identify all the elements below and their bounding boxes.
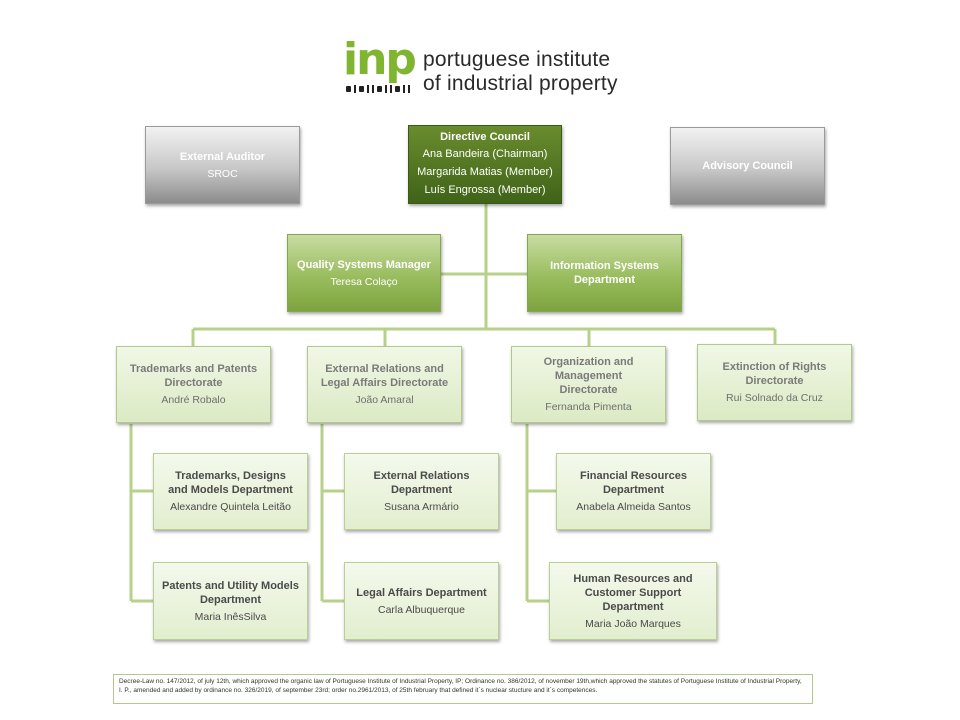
directorate-title: Extinction of Rights Directorate <box>704 360 845 388</box>
department-box: Legal Affairs Department Carla Albuquerq… <box>344 562 499 640</box>
department-person: Susana Armário <box>384 500 459 514</box>
directive-council-box: Directive Council Ana Bandeira (Chairman… <box>408 125 562 204</box>
external-auditor-box: External Auditor SROC <box>145 126 300 204</box>
department-person: Carla Albuquerque <box>378 603 465 617</box>
directorate-person: Fernanda Pimenta <box>545 400 631 414</box>
external-auditor-person: SROC <box>207 167 237 181</box>
information-systems-title: Information Systems Department <box>534 259 675 287</box>
department-person: Alexandre Quintela Leitão <box>170 500 291 514</box>
directorate-box: Organization and Management Directorate … <box>511 346 666 423</box>
legal-footnote: Decree-Law no. 147/2012, of july 12th, w… <box>113 674 813 704</box>
department-box: External Relations Department Susana Arm… <box>344 453 499 530</box>
department-title: External Relations Department <box>351 469 492 497</box>
department-box: Financial Resources Department Anabela A… <box>556 453 711 530</box>
external-auditor-title: External Auditor <box>180 150 265 164</box>
department-person: Maria InêsSilva <box>195 610 267 624</box>
directorate-title: External Relations and Legal Affairs Dir… <box>314 362 455 390</box>
directive-council-member: Margarida Matias (Member) <box>417 163 553 181</box>
department-box: Trademarks, Designs and Models Departmen… <box>153 453 308 530</box>
department-person: Maria João Marques <box>585 617 681 631</box>
directorate-person: André Robalo <box>161 393 225 407</box>
quality-systems-person: Teresa Colaço <box>330 275 397 289</box>
directorate-title: Trademarks and Patents Directorate <box>123 362 264 390</box>
directorate-box: Trademarks and Patents Directorate André… <box>116 346 271 423</box>
department-title: Human Resources and Customer Support Dep… <box>556 572 710 614</box>
directive-council-member: Luís Engrossa (Member) <box>424 181 545 199</box>
directorate-box: Extinction of Rights Directorate Rui Sol… <box>697 344 852 421</box>
department-title: Legal Affairs Department <box>356 586 486 600</box>
department-person: Anabela Almeida Santos <box>576 500 690 514</box>
information-systems-box: Information Systems Department <box>527 234 682 312</box>
quality-systems-title: Quality Systems Manager <box>297 258 431 272</box>
directive-council-member: Ana Bandeira (Chairman) <box>423 145 548 163</box>
advisory-council-title: Advisory Council <box>702 159 792 173</box>
department-box: Human Resources and Customer Support Dep… <box>549 562 717 640</box>
department-title: Financial Resources Department <box>563 469 704 497</box>
department-title: Patents and Utility Models Department <box>160 579 301 607</box>
directorate-person: João Amaral <box>355 393 413 407</box>
advisory-council-box: Advisory Council <box>670 127 825 205</box>
directorate-title: Organization and Management Directorate <box>518 355 659 397</box>
department-title: Trademarks, Designs and Models Departmen… <box>160 469 301 497</box>
directive-council-title: Directive Council <box>440 130 530 144</box>
directorate-person: Rui Solnado da Cruz <box>726 391 823 405</box>
directorate-box: External Relations and Legal Affairs Dir… <box>307 346 462 423</box>
department-box: Patents and Utility Models Department Ma… <box>153 562 308 640</box>
quality-systems-box: Quality Systems Manager Teresa Colaço <box>287 234 441 312</box>
